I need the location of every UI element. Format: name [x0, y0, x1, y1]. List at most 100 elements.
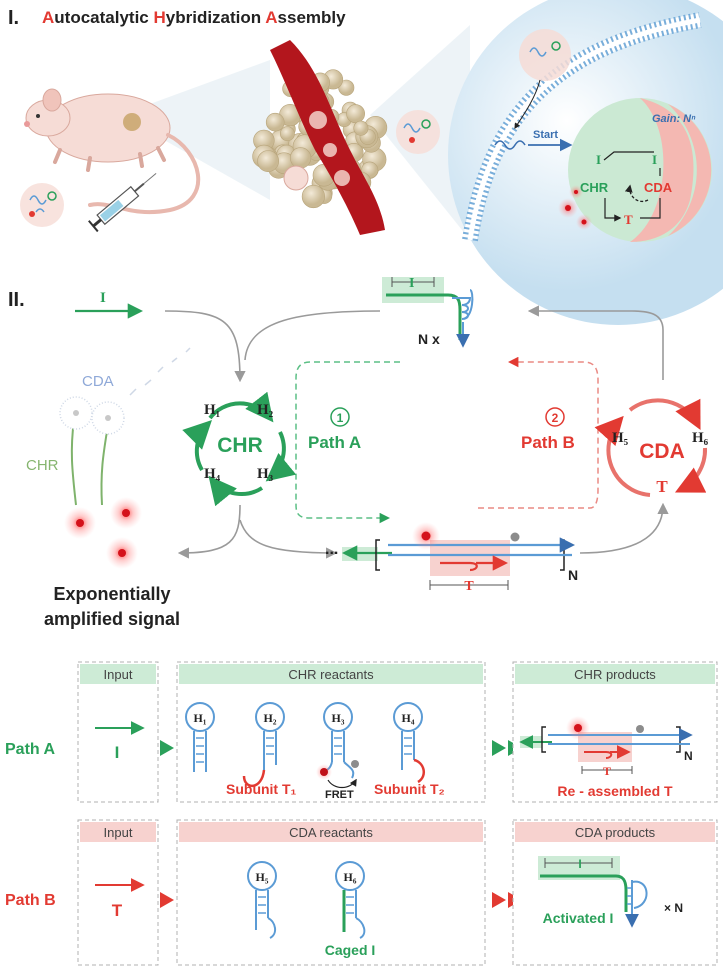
reactants-box-b	[176, 819, 486, 966]
title-part: A	[42, 8, 54, 27]
probe-bubble-1	[20, 183, 64, 227]
hairpin-h2-label: H₂	[264, 711, 277, 725]
products-I-label: I	[578, 857, 581, 871]
dandelion-chr-label: CHR	[26, 457, 59, 474]
signal-line-1: Exponentially	[53, 584, 170, 604]
tumor-cell	[257, 150, 280, 173]
tumor-cell	[265, 112, 285, 132]
reactants-header-a: CHR reactants	[288, 667, 374, 682]
signal-line-2: amplified signal	[44, 609, 180, 629]
tumor-cell	[301, 184, 326, 209]
zoom-beam	[120, 60, 270, 200]
blood-vessel	[270, 40, 385, 235]
cda-cycle: CDA H₅ H₆ T	[594, 398, 709, 497]
title-part: H	[153, 8, 165, 27]
top-I-label: I	[409, 276, 414, 291]
tumor-cell	[353, 120, 369, 136]
gain-label: Gain: Nⁿ	[652, 113, 696, 125]
chr-h4: H₄	[204, 466, 221, 482]
panel-2: II. I I N x CDA C	[8, 276, 709, 629]
flow-out-chr	[177, 504, 241, 559]
panel-1-label: I.	[8, 7, 19, 29]
cda-h6: H₆	[692, 430, 709, 446]
cell-I-left: I	[596, 152, 601, 167]
products-n-b: × N	[664, 901, 683, 915]
dandelion-cda-label: CDA	[82, 373, 114, 390]
panel-2-label: II.	[8, 289, 25, 311]
input-header-b: Input	[104, 825, 133, 840]
subunit-t1-label: Subunit T₁	[226, 781, 297, 797]
hairpin-h5-label: H₅	[256, 870, 269, 884]
flow-to-cda	[579, 502, 669, 554]
input-box-b	[77, 819, 159, 966]
flow-from-top	[244, 310, 381, 361]
path-a-number-circle	[330, 407, 350, 427]
hairpin-h1-label: H₁	[194, 711, 207, 725]
path-a-row-label: Path A	[5, 741, 56, 758]
triangle-b2	[492, 892, 506, 908]
cell-chr: CHR	[580, 180, 609, 195]
chr-h3: H₃	[257, 466, 274, 482]
probe-bubble-2	[396, 110, 440, 154]
triangle-a1	[160, 740, 174, 756]
panel-1-title: Autocatalytic Hybridization Assembly	[42, 8, 346, 27]
hairpin-h4: H₄	[393, 702, 426, 784]
path-b-number-circle	[545, 407, 565, 427]
n-times-label: N x	[418, 331, 440, 347]
reactants-header-b: CDA reactants	[289, 825, 373, 840]
input-symbol-b: T	[112, 901, 123, 920]
products-caption-a: Re - assembled T	[557, 783, 673, 799]
chr-h1: H₁	[204, 402, 220, 418]
hairpin-h6-label: H₆	[344, 870, 357, 884]
flow-cda-up	[527, 305, 664, 380]
input-symbol-a: I	[115, 743, 120, 762]
path-b-number: 2	[552, 411, 559, 425]
products-header-b: CDA products	[575, 825, 656, 840]
chr-h2: H₂	[257, 402, 274, 418]
hairpin-h4-label: H₄	[402, 711, 415, 725]
hairpin-h3: H₃	[316, 702, 359, 789]
title-part: ssembly	[278, 8, 347, 27]
title-part: ybridization	[166, 8, 266, 27]
dandelion-illustration: CDA CHR	[26, 347, 191, 506]
input-I-label: I	[100, 290, 106, 306]
triangle-a2	[492, 740, 506, 756]
cda-h5: H₅	[612, 430, 629, 446]
hairpin-h2: H₂	[242, 702, 285, 787]
tumor-cell	[279, 126, 295, 142]
hairpin-h1: H₁	[185, 702, 215, 772]
path-b-row-label: Path B	[5, 892, 56, 909]
product-bracket-n: N	[568, 567, 578, 583]
products-caption-b: Activated I	[543, 910, 614, 926]
tumor-site	[123, 113, 141, 131]
input-header-a: Input	[104, 667, 133, 682]
tumor-cell	[290, 147, 312, 169]
cell-T: T	[624, 212, 633, 227]
product-T-label: T	[464, 579, 474, 594]
product-ellipsis: ...	[325, 541, 338, 558]
cell-I-right: I	[652, 152, 657, 167]
chr-cycle: CHR H₁ H₂ H₃ H₄	[182, 391, 297, 507]
products-header-a: CHR products	[574, 667, 656, 682]
cell-cda: CDA	[644, 180, 673, 195]
flow-to-product	[239, 519, 338, 559]
tumor-illustration	[252, 40, 388, 235]
cda-products-diagram: I × N	[538, 856, 683, 928]
products-n-a: N	[684, 749, 693, 763]
tumor-cell	[346, 104, 366, 124]
triangle-b1	[160, 892, 174, 908]
path-a-dashed	[295, 361, 400, 524]
subunit-t2-label: Subunit T₂	[374, 781, 445, 797]
mrna-wave	[494, 140, 526, 150]
products-box-b	[512, 819, 718, 966]
cycle-disc-red	[668, 104, 712, 236]
chr-products-diagram: T N	[519, 716, 693, 778]
path-b-dashed	[478, 356, 599, 509]
chr-polymer-product: ... T N	[325, 522, 578, 594]
path-b-label: Path B	[521, 433, 575, 452]
path-a-row: Path A Input I CHR reactants H₁ H₂ H₃	[5, 661, 718, 803]
signal-dots	[64, 497, 142, 569]
hairpin-h5: H₅	[247, 861, 277, 939]
cda-t: T	[656, 477, 668, 496]
